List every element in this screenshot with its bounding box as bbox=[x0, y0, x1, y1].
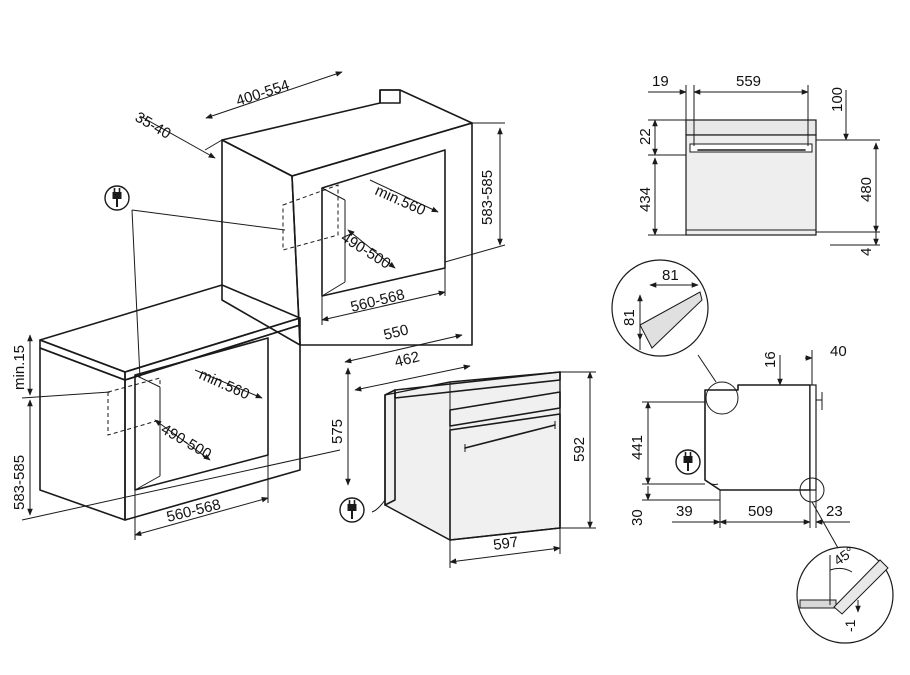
dim-label-81-horizontal: 81 bbox=[662, 267, 679, 284]
dim-label-23: 23 bbox=[826, 503, 843, 520]
dim-label-462: 462 bbox=[393, 348, 421, 371]
socket-pointer-line bbox=[131, 209, 286, 231]
dim-label-560-568-upper: 560-568 bbox=[349, 286, 407, 316]
dim-label-559: 559 bbox=[736, 73, 761, 90]
dim-label-min15: min.15 bbox=[11, 345, 28, 390]
oven-front-view bbox=[685, 119, 817, 236]
oven-3d bbox=[371, 371, 561, 541]
plug-icon bbox=[104, 185, 130, 211]
plug-icon bbox=[339, 497, 365, 523]
dim-label-441: 441 bbox=[629, 435, 646, 460]
dim-label-509: 509 bbox=[748, 503, 773, 520]
dim-label-100: 100 bbox=[829, 87, 846, 112]
oven-side-profile bbox=[704, 381, 825, 503]
dim-label-4: 4 bbox=[858, 248, 875, 256]
dim-label-480: 480 bbox=[858, 177, 875, 202]
detail-circle-bottom bbox=[796, 501, 894, 644]
dim-label-35-40: 35-40 bbox=[132, 109, 174, 143]
dim-label-19: 19 bbox=[652, 73, 669, 90]
dim-label-min560-upper: min.560 bbox=[372, 182, 428, 219]
dim-label-400-554: 400-554 bbox=[234, 77, 292, 110]
dim-label-575: 575 bbox=[329, 419, 346, 444]
dim-label-81-vertical: 81 bbox=[621, 309, 638, 326]
plug-icon bbox=[675, 449, 701, 475]
dim-label-583-585-lower: 583-585 bbox=[11, 455, 28, 510]
dim-label-550: 550 bbox=[382, 321, 410, 344]
dim-label-minus-1: -1 bbox=[842, 619, 858, 632]
dim-label-min560-lower: min.560 bbox=[196, 366, 252, 403]
dim-label-434: 434 bbox=[637, 187, 654, 212]
dim-label-490-500-upper: 490-500 bbox=[338, 229, 394, 273]
dimension-lines bbox=[21, 71, 880, 613]
dim-label-490-500-lower: 490-500 bbox=[158, 421, 214, 463]
tall-cabinet bbox=[221, 89, 473, 346]
dim-label-30: 30 bbox=[629, 509, 646, 526]
dim-label-39: 39 bbox=[676, 503, 693, 520]
dim-label-16: 16 bbox=[762, 351, 779, 368]
dim-label-40: 40 bbox=[830, 343, 847, 360]
base-cabinet bbox=[39, 284, 301, 521]
dim-label-592: 592 bbox=[571, 437, 588, 462]
socket-pointer-line bbox=[131, 209, 141, 379]
dim-label-583-585-upper: 583-585 bbox=[479, 170, 496, 225]
dim-label-22: 22 bbox=[637, 128, 654, 145]
dim-label-597: 597 bbox=[492, 534, 519, 554]
